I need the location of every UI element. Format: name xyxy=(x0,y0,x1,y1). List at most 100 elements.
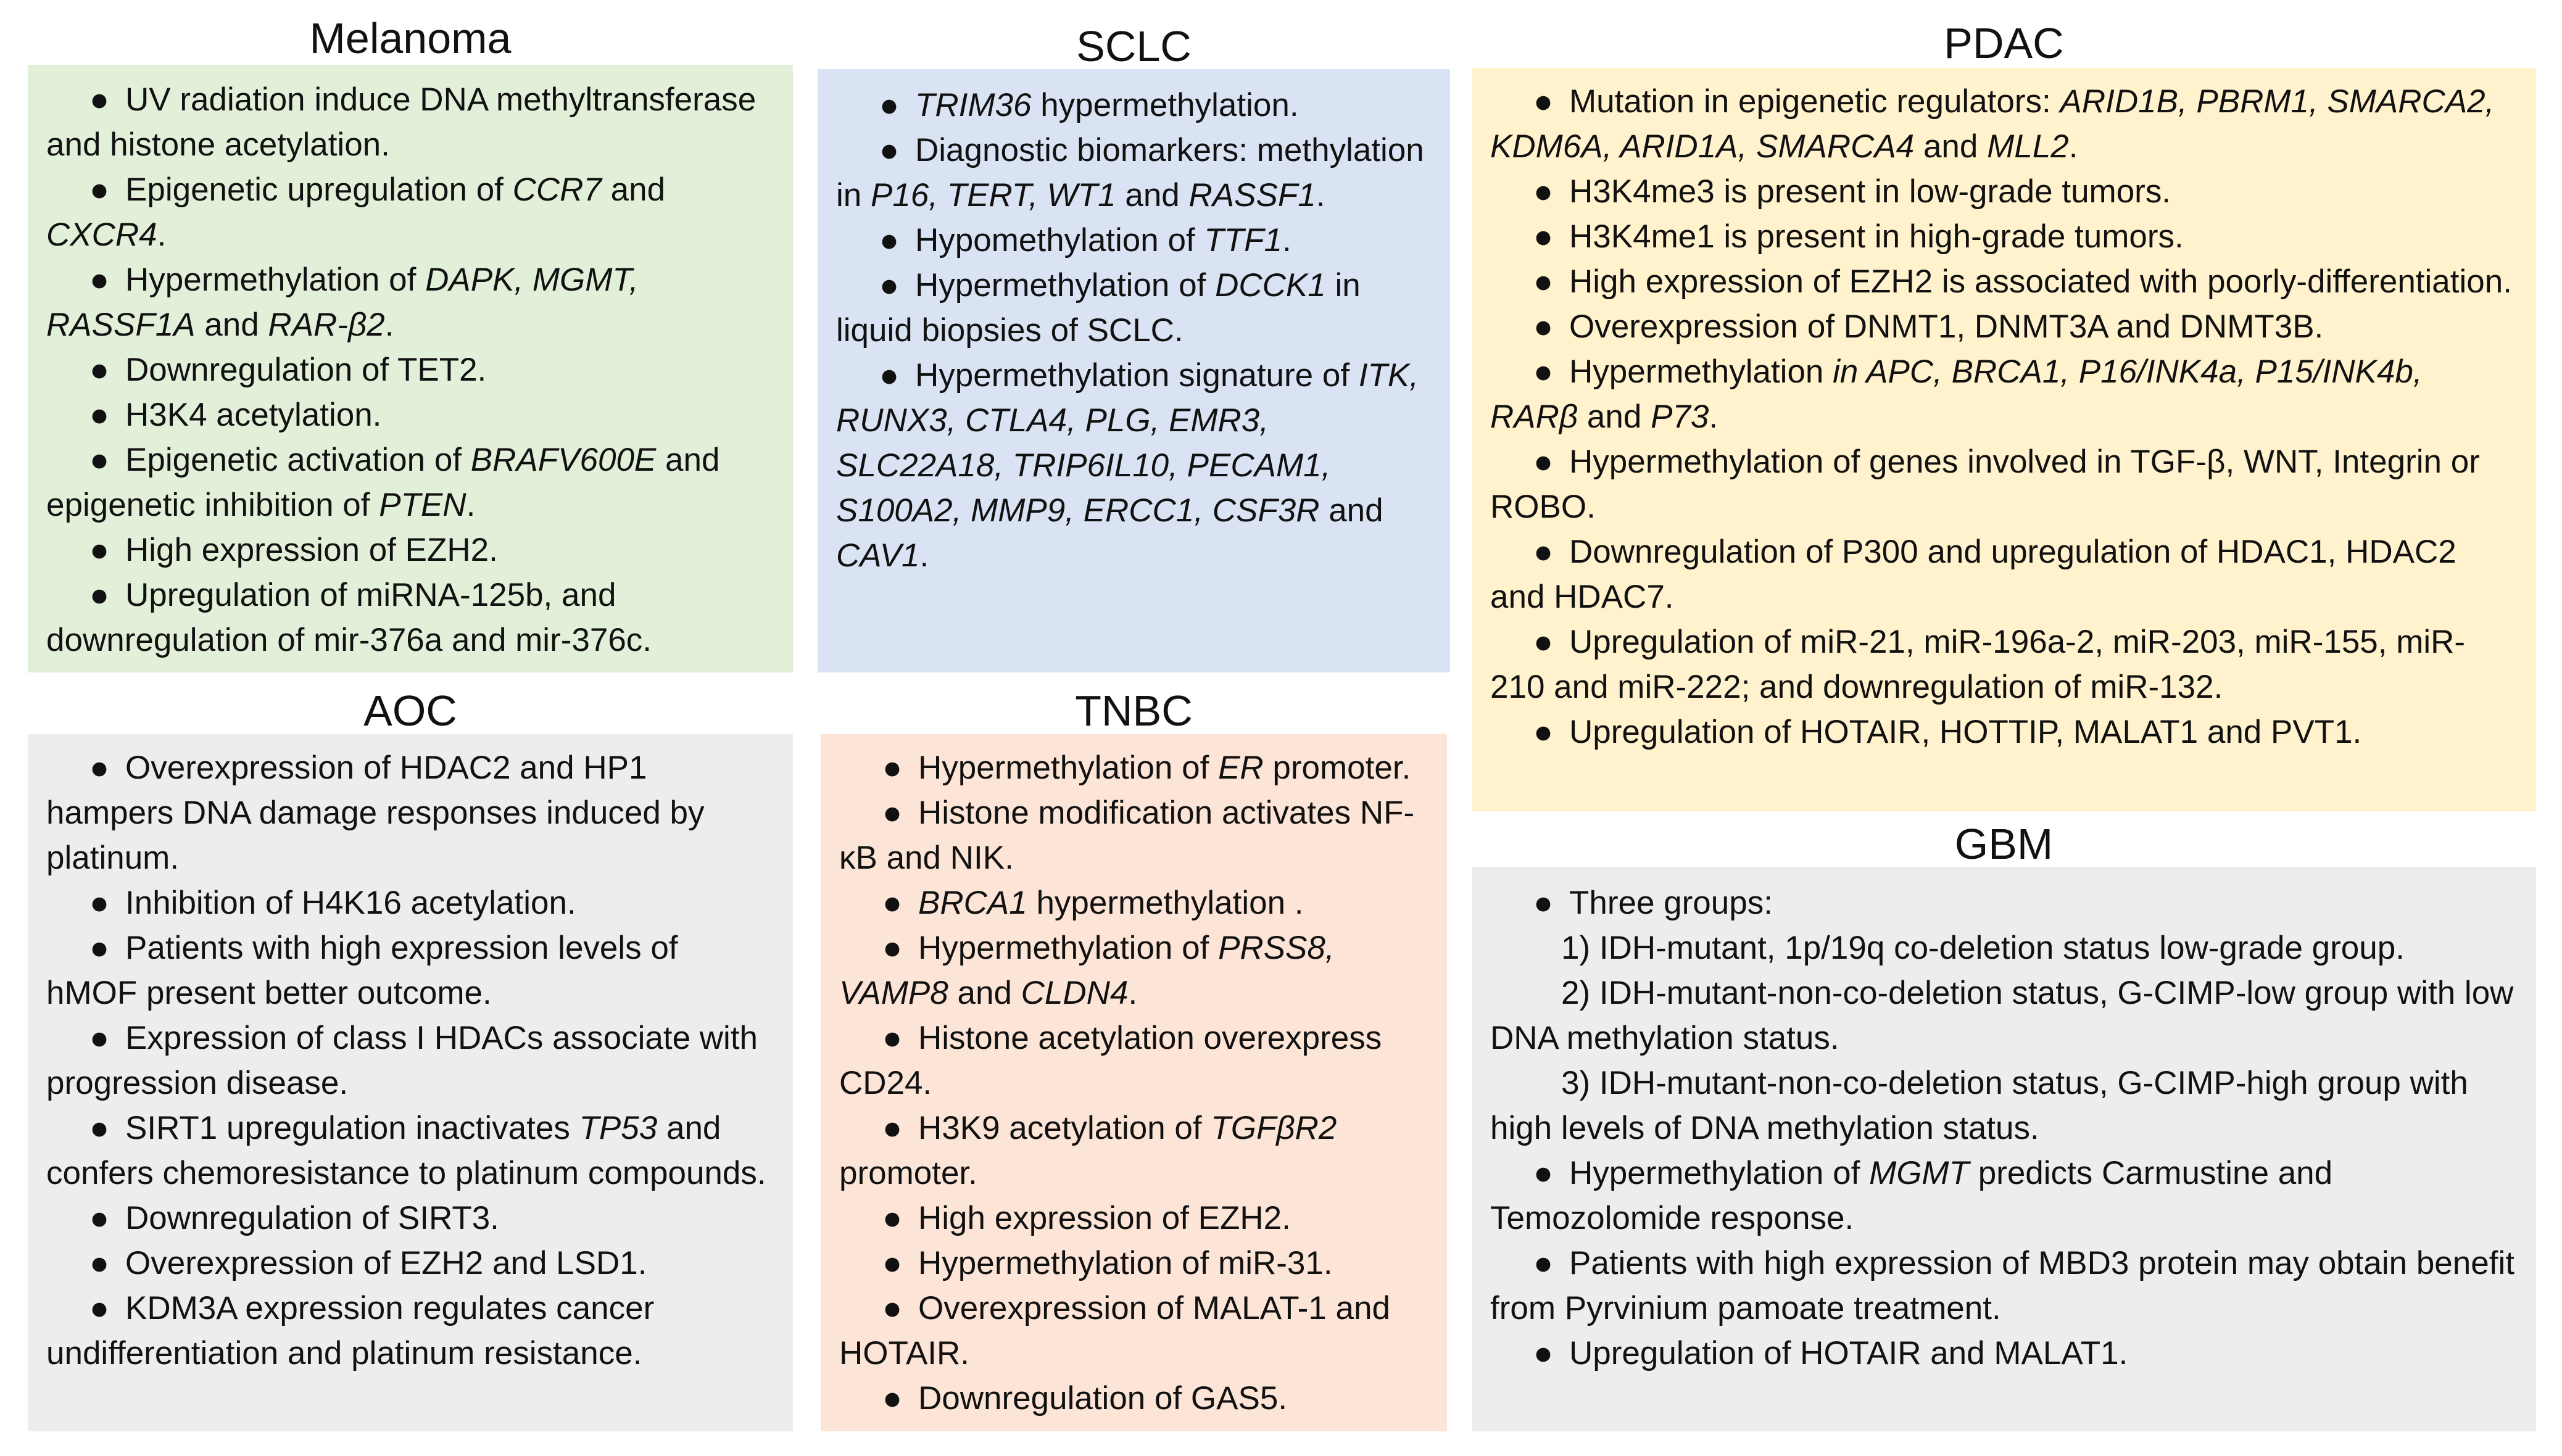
gene-name: in APC, BRCA1, P16/INK4a, P15/INK4b, RAR… xyxy=(1490,354,2423,435)
tnbc-title: TNBC xyxy=(1075,687,1193,735)
gbm-title: GBM xyxy=(1954,820,2054,868)
list-item: ●BRCA1 hypermethylation . xyxy=(839,880,1428,925)
item-text: Overexpression of HDAC2 and HP1 hampers … xyxy=(46,750,705,876)
list-item: ●UV radiation induce DNA methyltransfera… xyxy=(46,77,774,167)
gene-name: TGFβR2 xyxy=(1211,1110,1337,1146)
aoc-title: AOC xyxy=(363,687,457,735)
item-text: Hypermethylation of xyxy=(918,750,1219,786)
list-item: ●Hypermethylation of PRSS8, VAMP8 and CL… xyxy=(839,925,1428,1015)
item-text: 3) IDH-mutant-non-co-deletion status, G-… xyxy=(1490,1065,2468,1146)
gene-name: TP53 xyxy=(579,1110,658,1146)
item-text: Hypermethylation of xyxy=(1569,1155,1870,1191)
pdac-panel: ●Mutation in epigenetic regulators: ARID… xyxy=(1472,68,2536,811)
list-item: ●H3K4me3 is present in low-grade tumors. xyxy=(1490,169,2518,214)
item-text: predicts Carmustine and Temozolomide res… xyxy=(1490,1155,2333,1236)
list-item: ● Hypermethylation of MGMT predicts Carmu… xyxy=(1490,1151,2518,1241)
item-text: . xyxy=(919,537,929,574)
bullet-icon: ● xyxy=(89,397,110,433)
list-item: ●Expression of class I HDACs associate w… xyxy=(46,1015,774,1106)
list-item: ●Hypermethylation of miR-31. xyxy=(839,1241,1428,1286)
item-text: Hypermethylation of xyxy=(125,262,426,298)
gbm-list: ● Three groups: 1) IDH-mutant, 1p/19q co-d… xyxy=(1490,880,2518,1376)
gene-name: CCR7 xyxy=(512,172,602,208)
bullet-icon: ● xyxy=(882,885,903,921)
gene-name: DCCK1 xyxy=(1215,267,1326,304)
item-text: Hypomethylation of xyxy=(915,222,1204,259)
item-text: 1) IDH-mutant, 1p/19q co-deletion status… xyxy=(1561,930,2405,966)
list-item: ●Upregulation of HOTAIR and MALAT1. xyxy=(1490,1331,2518,1376)
gbm-panel: ● Three groups: 1) IDH-mutant, 1p/19q co-d… xyxy=(1472,867,2536,1431)
item-text: Three groups: xyxy=(1569,885,1773,921)
list-item: 2) IDH-mutant-non-co-deletion status, G-… xyxy=(1490,970,2518,1061)
item-text: . xyxy=(1282,222,1291,259)
bullet-icon: ● xyxy=(879,267,900,304)
bullet-icon: ● xyxy=(1533,308,1554,345)
list-item: ●Patients with high expression levels of… xyxy=(46,925,774,1015)
list-item: ●Hypermethylation in APC, BRCA1, P16/INK… xyxy=(1490,349,2518,439)
list-item: ●High expression of EZH2. xyxy=(46,527,774,573)
gene-name: MGMT xyxy=(1869,1155,1969,1191)
bullet-icon: ● xyxy=(882,1200,903,1236)
item-text: Upregulation of HOTAIR, HOTTIP, MALAT1 a… xyxy=(1569,714,2362,750)
list-item: ●Overexpression of HDAC2 and HP1 hampers… xyxy=(46,745,774,880)
bullet-icon: ● xyxy=(1533,1155,1554,1191)
item-text: Upregulation of miR-21, miR-196a-2, miR-… xyxy=(1490,624,2466,705)
gene-name: ARID1B, PBRM1, SMARCA2, KDM6A, ARID1A, S… xyxy=(1490,83,2495,165)
list-item: ●Overexpression of EZH2 and LSD1. xyxy=(46,1241,774,1286)
item-text: Hypermethylation of xyxy=(918,930,1219,966)
bullet-icon: ● xyxy=(89,262,110,298)
bullet-icon: ● xyxy=(1533,173,1554,210)
list-item: ●Inhibition of H4K16 acetylation. xyxy=(46,880,774,925)
list-item: ●Upregulation of miR-21, miR-196a-2, miR… xyxy=(1490,619,2518,709)
bullet-icon: ● xyxy=(89,352,110,388)
list-item: ●Hypermethylation of ER promoter. xyxy=(839,745,1428,790)
item-text: Downregulation of GAS5. xyxy=(918,1380,1288,1417)
list-item: ●Histone acetylation overexpress CD24. xyxy=(839,1015,1428,1106)
item-text: promoter. xyxy=(839,1155,977,1191)
list-item: ●Hypermethylation of DAPK, MGMT, RASSF1A… xyxy=(46,257,774,347)
item-text: . xyxy=(157,217,167,253)
list-item: ●Hypomethylation of TTF1. xyxy=(836,218,1432,263)
list-item: ●Patients with high expression of MBD3 p… xyxy=(1490,1241,2518,1331)
item-text: Histone acetylation overexpress CD24. xyxy=(839,1020,1382,1101)
gene-name: RASSF1 xyxy=(1188,177,1316,213)
list-item: ●Upregulation of miRNA-125b, and downreg… xyxy=(46,573,774,663)
list-item: ●Diagnostic biomarkers: methylation in P… xyxy=(836,128,1432,218)
item-text: Overexpression of DNMT1, DNMT3A and DNMT… xyxy=(1569,308,2324,345)
sclc-panel: ●TRIM36 hypermethylation.●Diagnostic bio… xyxy=(818,69,1450,672)
item-text: Overexpression of EZH2 and LSD1. xyxy=(125,1245,647,1281)
list-item: ●High expression of EZH2. xyxy=(839,1196,1428,1241)
pdac-title: PDAC xyxy=(1944,19,2064,67)
item-text: . xyxy=(466,487,476,523)
item-text: Epigenetic upregulation of xyxy=(125,172,513,208)
aoc-panel: ●Overexpression of HDAC2 and HP1 hampers… xyxy=(28,734,793,1431)
list-item: ●Overexpression of MALAT-1 and HOTAIR. xyxy=(839,1286,1428,1376)
item-text: Downregulation of SIRT3. xyxy=(125,1200,499,1236)
item-text: and confers chemoresistance to platinum … xyxy=(46,1110,766,1191)
bullet-icon: ● xyxy=(882,750,903,786)
list-item: ●Mutation in epigenetic regulators: ARID… xyxy=(1490,79,2518,169)
bullet-icon: ● xyxy=(89,172,110,208)
gene-name: MLL2 xyxy=(1987,128,2069,165)
list-item: ● Overexpression of DNMT1, DNMT3A and DNM… xyxy=(1490,304,2518,349)
bullet-icon: ● xyxy=(879,87,900,123)
item-text: Hypermethylation of miR-31. xyxy=(918,1245,1333,1281)
bullet-icon: ● xyxy=(882,1020,903,1056)
list-item: ●Hypermethylation of genes involved in T… xyxy=(1490,439,2518,529)
item-text: Overexpression of MALAT-1 and HOTAIR. xyxy=(839,1290,1390,1371)
list-item: ●Hypermethylation of DCCK1 in liquid bio… xyxy=(836,263,1432,353)
bullet-icon: ● xyxy=(882,1380,903,1417)
item-text: and xyxy=(1319,492,1383,529)
list-item: ●Upregulation of HOTAIR, HOTTIP, MALAT1 … xyxy=(1490,709,2518,755)
item-text: . xyxy=(1709,399,1718,435)
list-item: ●Hypermethylation signature of ITK, RUNX… xyxy=(836,353,1432,578)
item-text: Inhibition of H4K16 acetylation. xyxy=(125,885,576,921)
item-text: Histone modification activates NF-κB and… xyxy=(839,795,1415,876)
item-text: SIRT1 upregulation inactivates xyxy=(125,1110,579,1146)
item-text: High expression of EZH2 is associated wi… xyxy=(1569,263,2512,300)
item-text: H3K9 acetylation of xyxy=(918,1110,1211,1146)
list-item: ●TRIM36 hypermethylation. xyxy=(836,83,1432,128)
bullet-icon: ● xyxy=(1533,885,1554,921)
gene-name: ITK, RUNX3, CTLA4, PLG, EMR3, SLC22A18, … xyxy=(836,357,1419,529)
item-text: and xyxy=(948,975,1021,1011)
